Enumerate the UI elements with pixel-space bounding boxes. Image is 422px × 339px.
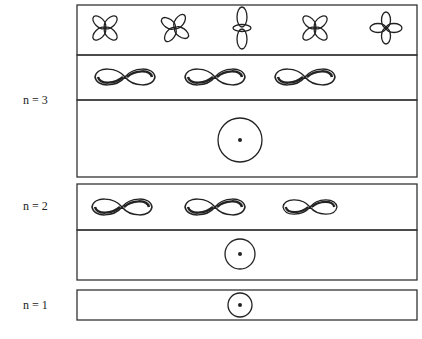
p-orbitals-3 bbox=[95, 69, 335, 85]
d-orbitals bbox=[82, 5, 402, 50]
s-orbital-1 bbox=[228, 293, 252, 317]
p-orbitals-2 bbox=[92, 199, 337, 215]
level-label: n = 3 bbox=[22, 93, 49, 108]
level-label: n = 1 bbox=[22, 298, 49, 313]
level-boxes bbox=[77, 5, 417, 320]
s-orbital-3 bbox=[218, 118, 262, 162]
level-label: n = 2 bbox=[22, 199, 49, 214]
s-orbital-2 bbox=[225, 239, 255, 269]
